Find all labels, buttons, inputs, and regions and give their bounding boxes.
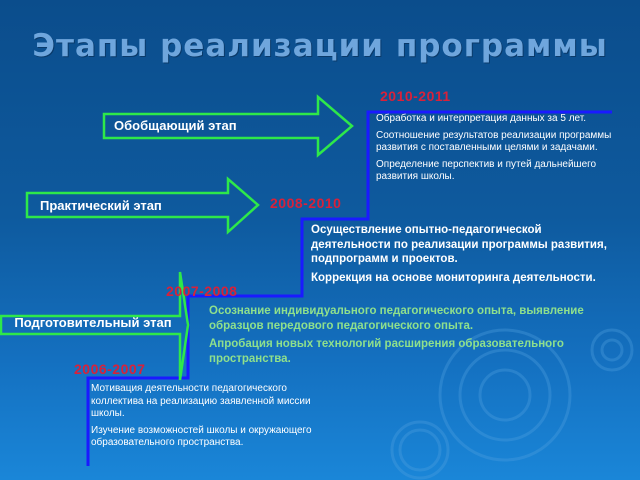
- year-2010-2011: 2010-2011: [380, 88, 451, 104]
- stage-preparatory-items: Осознание индивидуального педагогическог…: [209, 304, 619, 370]
- list-item: Определение перспектив и путей дальнейше…: [376, 158, 597, 183]
- list-item: Мотивация деятельности педагогического к…: [91, 383, 311, 419]
- list-item: Обработка и интерпретация данных за 5 ле…: [376, 113, 587, 124]
- year-2007-2008: 2007-2008: [166, 283, 238, 299]
- arrow-preparatory: [0, 271, 190, 381]
- list-item: Соотношение результатов реализации прогр…: [376, 129, 612, 154]
- stage-label-practical: Практический этап: [40, 198, 162, 213]
- list-item: Осознание индивидуального педагогическог…: [209, 305, 584, 332]
- arrow-practical: [25, 176, 260, 235]
- list-item: Осуществление опытно-педагогической деят…: [311, 224, 607, 265]
- arrow-generalizing: [102, 94, 354, 158]
- stage-generalizing-items: Обработка и интерпретация данных за 5 ле…: [376, 113, 612, 188]
- stage-label-generalizing: Обобщающий этап: [114, 118, 237, 133]
- list-item: Апробация новых технологий расширения об…: [209, 338, 564, 365]
- year-2008-2010: 2008-2010: [270, 195, 342, 211]
- year-2006-2007: 2006-2007: [74, 361, 146, 377]
- stage-practical-items: Осуществление опытно-педагогической деят…: [311, 223, 616, 289]
- ripple-decoration: [390, 328, 634, 480]
- step-line: [86, 110, 612, 466]
- list-item: Коррекция на основе мониторинга деятельн…: [311, 271, 596, 284]
- list-item: Изучение возможностей школы и окружающег…: [91, 424, 312, 449]
- stage-label-preparatory: Подготовительный этап: [14, 315, 172, 330]
- page-title: Этапы реализации программы: [32, 28, 608, 64]
- stage-initial-items: Мотивация деятельности педагогического к…: [91, 383, 336, 454]
